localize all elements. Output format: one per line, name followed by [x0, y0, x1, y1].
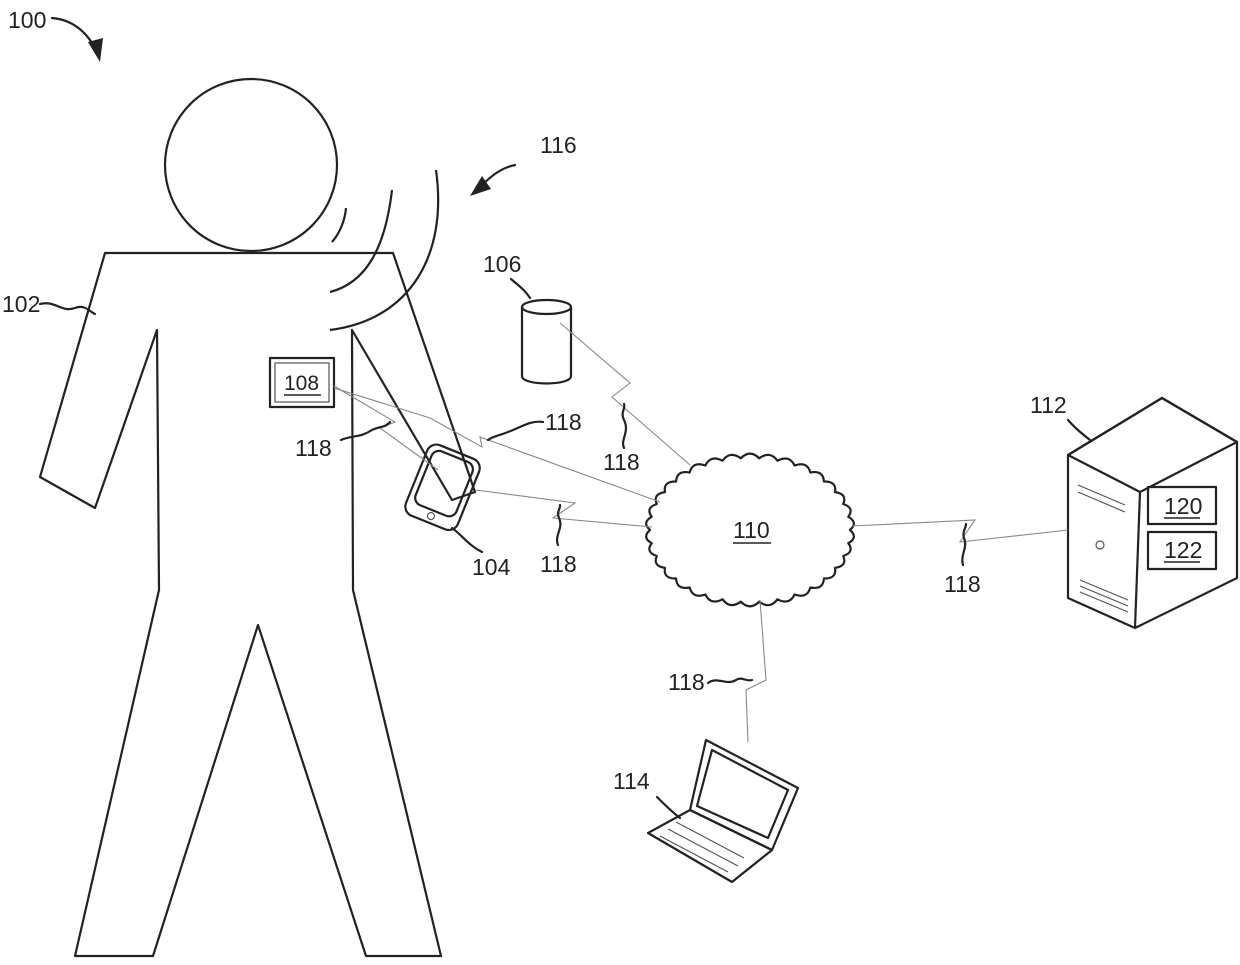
label-phone: 104 [472, 554, 511, 580]
label-signal: 116 [540, 132, 577, 158]
label-laptop: 114 [613, 768, 650, 794]
network-cloud: 110 [646, 454, 854, 607]
phone-device [402, 442, 482, 533]
label-link-2: 118 [545, 409, 582, 435]
monitor-device: 108 [270, 358, 334, 407]
label-person: 102 [2, 291, 40, 317]
system-arrowhead [88, 38, 103, 62]
label-sensor: 106 [483, 251, 521, 277]
label-network: 110 [733, 517, 770, 543]
phone-leader [452, 528, 482, 552]
server-leader [1068, 420, 1090, 440]
label-system: 100 [8, 7, 46, 33]
person-body-outline [40, 253, 475, 956]
server-device: 120 122 [1068, 398, 1237, 628]
label-link-5: 118 [944, 571, 981, 597]
sensor-device [522, 300, 571, 384]
system-arrow [52, 18, 98, 55]
signal-waves [330, 170, 438, 330]
label-monitor: 108 [284, 372, 319, 395]
label-link-3: 118 [603, 449, 640, 475]
label-module-b: 122 [1164, 537, 1202, 563]
label-module-a: 120 [1164, 493, 1202, 519]
label-link-4: 118 [540, 551, 577, 577]
label-link-6: 118 [668, 669, 705, 695]
person [40, 79, 475, 956]
label-link-1: 118 [295, 435, 332, 461]
sensor-leader [511, 279, 530, 298]
label-server: 112 [1030, 392, 1067, 418]
person-head [165, 79, 337, 251]
laptop-leader [657, 797, 680, 818]
